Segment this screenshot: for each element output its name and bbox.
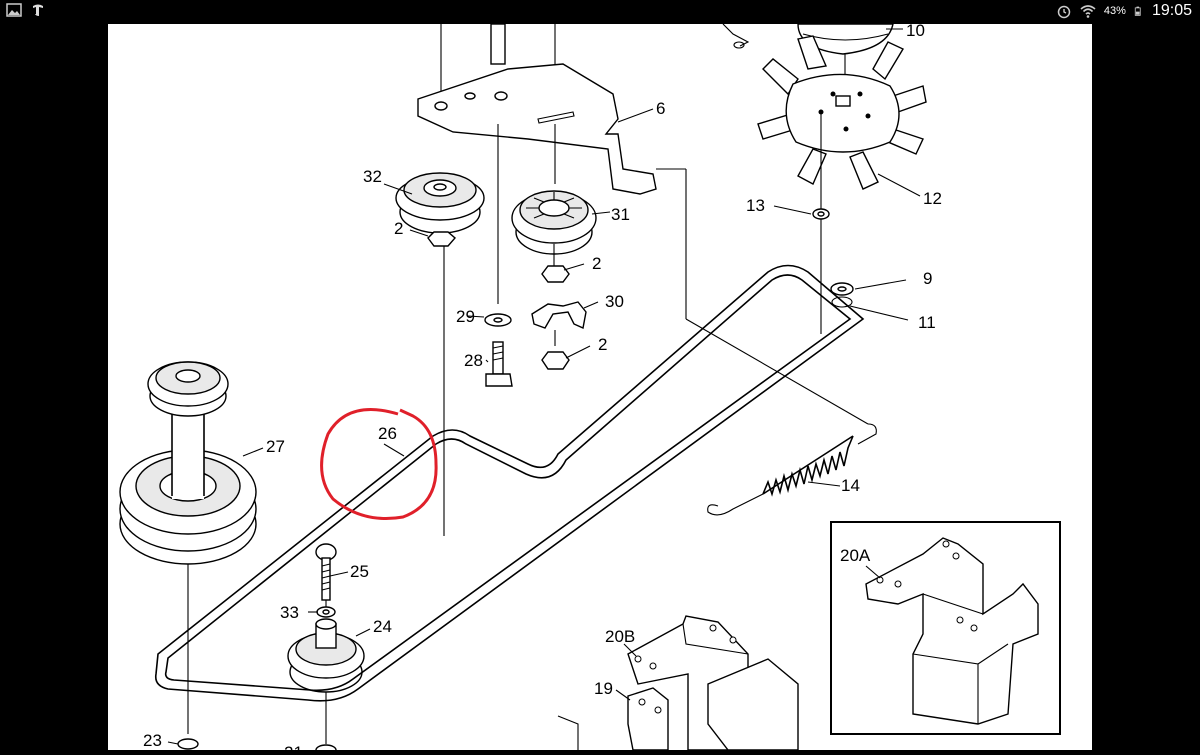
callout-23: 23 [143,731,162,750]
callout-33: 33 [280,603,299,622]
callout-32: 32 [363,167,382,186]
pulley-24 [287,554,365,755]
callout-14: 14 [841,476,860,495]
callout-12: 12 [923,189,942,208]
clip-11 [831,296,853,308]
callout-9: 9 [923,269,932,288]
tension-spring-14 [685,249,877,516]
callout-29: 29 [456,307,475,326]
washer-13 [812,208,830,220]
bracket-20b [557,615,799,751]
callout-31: 31 [611,205,630,224]
cooling-fan-12 [757,23,927,334]
nut-2c [541,351,570,370]
callout-19: 19 [594,679,613,698]
leader-lines [167,28,921,745]
nyt-logo-icon [33,4,43,16]
alarm-icon [1057,5,1071,19]
callout-2c: 2 [598,335,607,354]
idler-pulley-32 [395,172,485,234]
drive-belt-26 [154,264,865,702]
callout-24: 24 [373,617,392,636]
callout-6: 6 [656,99,665,118]
washer-29 [484,124,512,327]
callout-21: 21 [284,743,303,750]
status-bar: 43% 19:05 [0,0,1200,24]
gallery-icon [6,3,22,17]
callout-20b: 20B [605,627,635,646]
callout-28: 28 [464,351,483,370]
callout-labels: 10 6 32 2 31 12 13 2 9 29 30 11 28 2 27 … [143,21,942,755]
callout-20a: 20A [840,546,871,565]
inset-20a [830,521,1061,735]
nut-2b [541,265,570,283]
callout-30: 30 [605,292,624,311]
bolt-28 [485,341,513,387]
bolt-25 [315,543,337,601]
callout-11: 11 [918,313,936,332]
callout-25: 25 [350,562,369,581]
callout-13: 13 [746,196,765,215]
parts-diagram[interactable]: 10 6 32 2 31 12 13 2 9 29 30 11 28 2 27 … [108,21,1092,755]
callout-10: 10 [906,24,925,40]
callout-27: 27 [266,437,285,456]
washer-33 [316,606,336,618]
idler-pulley-31 [511,124,597,269]
washer-9 [830,282,854,296]
battery-percent: 43% [1103,5,1126,17]
wifi-icon [1080,5,1096,18]
clock-time: 19:05 [1151,2,1192,19]
mounting-bracket [417,23,750,249]
callout-2a: 2 [394,219,403,238]
callout-26: 26 [378,424,397,443]
nut-2a [427,231,456,536]
callout-2b: 2 [592,254,601,273]
engine-pulley-27 [119,361,257,750]
belt-guide-30 [531,301,587,346]
battery-icon [1134,6,1141,16]
highlight-circle [320,408,438,521]
